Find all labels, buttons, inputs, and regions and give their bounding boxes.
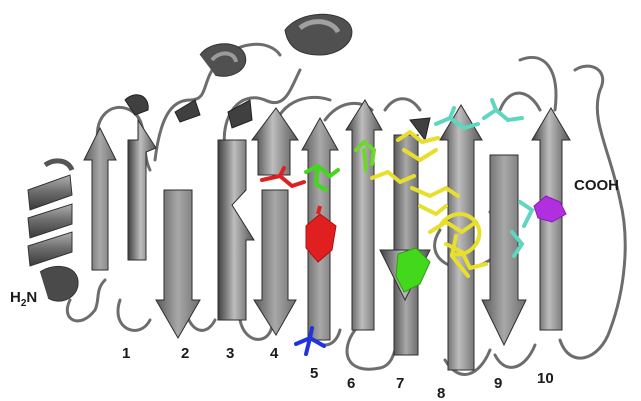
strand-label-6: 6: [347, 375, 355, 392]
n-terminus-label: H2N: [10, 289, 37, 309]
strand-1a: [84, 128, 116, 270]
strand-3: [218, 140, 254, 320]
c-terminus-label: COOH: [574, 177, 619, 194]
strand-label-5: 5: [310, 365, 318, 382]
strand-label-2: 2: [181, 345, 189, 362]
residue-cyan-top: [436, 100, 522, 128]
strand-label-1: 1: [122, 345, 130, 362]
strand-label-10: 10: [537, 370, 554, 387]
strand-6: [346, 100, 382, 330]
strand-label-4: 4: [270, 345, 279, 362]
strand-label-9: 9: [494, 375, 502, 392]
n-terminal-helix: [28, 161, 78, 301]
top-helix-right: [285, 14, 352, 55]
strand-2: [156, 190, 200, 338]
strand-4: [254, 190, 296, 335]
strand-label-8: 8: [437, 385, 445, 401]
strand-8: [440, 105, 482, 370]
strand-1b: [128, 120, 156, 260]
strand-4-top: [252, 108, 298, 175]
strand-label-7: 7: [396, 375, 404, 392]
strand-7: [394, 135, 418, 355]
top-helix-left: [200, 44, 246, 77]
strand-label-3: 3: [226, 345, 234, 362]
